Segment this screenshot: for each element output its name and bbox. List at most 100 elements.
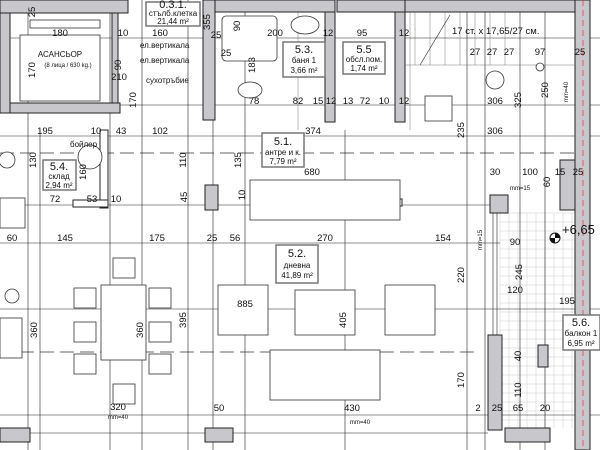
dimension-label: 430 — [344, 403, 360, 414]
dimension-label: 15 — [313, 96, 324, 107]
sill-height-label: mm=40 — [350, 420, 371, 426]
room-number: 5.2. — [288, 248, 306, 260]
dimension-label: 72 — [360, 96, 371, 107]
kitchen — [0, 151, 26, 359]
room-area: 21,44 m² — [157, 17, 189, 26]
dimension-label: 135 — [233, 152, 244, 168]
dimension-label: 102 — [152, 126, 168, 137]
dimension-label: 355 — [202, 14, 213, 30]
dimension-label: 15 — [555, 167, 566, 178]
dimension-label: 25 — [573, 167, 584, 178]
dimension-label: 885 — [237, 299, 253, 310]
room-number: 5.6. — [572, 317, 590, 329]
dimension-label: 43 — [116, 126, 127, 137]
dimension-label: 78 — [249, 96, 260, 107]
dimension-label: 10 — [118, 28, 129, 39]
dimension-label: 325 — [513, 92, 524, 108]
dimension-label: 245 — [514, 264, 525, 280]
dimension-label: 10 — [91, 126, 102, 137]
living-furniture — [217, 179, 436, 401]
room-living: 5.2. дневна 41,89 m² — [281, 248, 313, 280]
dimension-label: 45 — [179, 192, 190, 203]
dimension-label: 40 — [513, 351, 524, 362]
dimension-label: 97 — [535, 47, 546, 58]
dimension-label: 180 — [52, 28, 68, 39]
electrical-riser-label: ел.вертикала — [140, 56, 190, 65]
dimension-label: 82 — [293, 96, 304, 107]
dimension-label: 306 — [487, 96, 503, 107]
dimension-label: 120 — [507, 285, 523, 296]
dimension-label: 60 — [542, 177, 553, 188]
sill-height-label: mm=40 — [564, 81, 570, 102]
dimension-label: 95 — [357, 28, 368, 39]
dimension-label: 12 — [326, 96, 337, 107]
dimension-label: 25 — [211, 30, 222, 41]
dimension-label: 30 — [490, 167, 501, 178]
room-name: стълб.клетка — [149, 9, 198, 18]
room-storage: 5.4. склад 2,94 m² — [45, 161, 72, 190]
dimension-label: 13 — [343, 96, 354, 107]
level-label: +6,65 — [562, 222, 595, 237]
dimension-label: 200 — [267, 28, 283, 39]
dimension-label: 360 — [29, 322, 40, 338]
room-number: 5.3. — [295, 44, 313, 56]
dimension-label: 90 — [232, 21, 243, 32]
room-name: дневна — [284, 261, 311, 270]
room-number: 5.1. — [274, 136, 292, 148]
dimension-label: 210 — [111, 72, 127, 83]
room-stair: 0.3.1. стълб.клетка 21,44 m² — [149, 0, 198, 26]
dimension-label: 60 — [7, 233, 18, 244]
sill-height-label: mm=40 — [108, 415, 129, 421]
dimension-label: 170 — [456, 372, 467, 388]
staircase — [405, 12, 575, 122]
dimension-label: 53 — [87, 194, 98, 205]
dimension-label: 12 — [323, 28, 334, 39]
boiler-label: бойлер — [70, 140, 98, 149]
sill-height-label: mm=15 — [510, 186, 531, 192]
room-balcony: 5.6. балкон 1 6,95 m² — [565, 317, 598, 348]
dimension-label: 65 — [513, 403, 524, 414]
dimension-label: 25 — [27, 7, 38, 18]
dimension-label: 160 — [78, 164, 89, 180]
dimension-label: 175 — [149, 233, 165, 244]
dimension-label: 27 — [487, 47, 498, 58]
dimension-label: 12 — [399, 28, 410, 39]
room-area: 7,79 m² — [269, 157, 296, 166]
dimension-label: 2 — [475, 403, 480, 414]
dry-riser-label: сухотръбие — [146, 76, 189, 85]
dimension-label: 320 — [110, 402, 126, 413]
dimension-label: 154 — [435, 233, 451, 244]
elevator — [19, 19, 101, 102]
room-utility: 5.5 обсл.пом. 1,74 m² — [346, 44, 382, 73]
room-name: склад — [48, 172, 70, 181]
stairs-spec-label: 17 ст. x 17,65/27 см. — [452, 26, 539, 37]
room-number: 5.5 — [356, 44, 371, 56]
bath-fixtures — [77, 15, 320, 170]
dimension-label: 56 — [230, 233, 241, 244]
dimension-label: 25 — [207, 233, 218, 244]
dimension-label: 145 — [57, 233, 73, 244]
dimension-label: 20 — [540, 403, 551, 414]
dimension-label: 306 — [487, 126, 503, 137]
dimension-label: 270 — [317, 233, 333, 244]
dimension-label: 72 — [50, 194, 61, 205]
dining-set — [73, 257, 172, 405]
dimension-label: 395 — [178, 312, 189, 328]
room-area: 41,89 m² — [281, 271, 313, 280]
dimension-label: 220 — [456, 267, 467, 283]
room-name: баня 1 — [292, 56, 317, 65]
dimension-label: 680 — [304, 167, 320, 178]
room-area: 1,74 m² — [350, 64, 377, 73]
room-area: 6,95 m² — [567, 339, 594, 348]
dimension-label: 50 — [214, 403, 225, 414]
dimension-label: 27 — [504, 47, 515, 58]
dimension-label: 195 — [37, 126, 53, 137]
room-area: 3,66 m² — [290, 66, 317, 75]
dimension-label: 110 — [513, 382, 524, 397]
dimension-label: 183 — [247, 57, 258, 73]
dimension-label: 195 — [559, 296, 575, 307]
electrical-riser-label: ел.вертикала — [140, 41, 190, 50]
